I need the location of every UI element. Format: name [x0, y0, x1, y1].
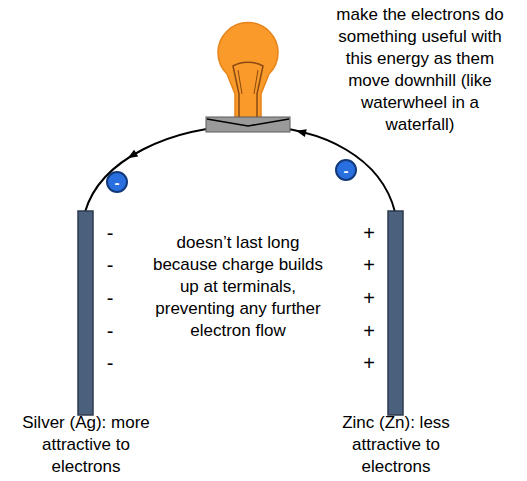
- arrowhead: [295, 127, 307, 137]
- arrowhead: [126, 150, 139, 162]
- charge-sign: +: [361, 222, 377, 244]
- electron-sign: -: [115, 175, 120, 190]
- charge-sign: -: [102, 352, 118, 374]
- electron-circle: -: [335, 159, 357, 181]
- charge-sign: +: [361, 287, 377, 309]
- filament: [238, 70, 258, 94]
- charge-sign: +: [361, 352, 377, 374]
- zinc-electrode: [388, 211, 403, 415]
- electron-sign: -: [344, 163, 349, 178]
- electrode-label: Silver (Ag): more attractive to electron…: [6, 412, 166, 478]
- charge-sign: -: [102, 287, 118, 309]
- callout-note: make the electrons do something useful w…: [331, 4, 509, 136]
- charge-sign: -: [102, 320, 118, 342]
- electron-circle: -: [106, 171, 128, 193]
- light-bulb: [218, 23, 278, 118]
- charge-sign: -: [102, 254, 118, 276]
- bulb-base: [206, 117, 290, 132]
- wire: [85, 126, 395, 212]
- filament: [233, 62, 263, 118]
- charge-sign: +: [361, 254, 377, 276]
- center-note: doesn’t last long because charge builds …: [143, 232, 333, 342]
- base-contacts: [207, 119, 289, 126]
- charge-sign: -: [102, 222, 118, 244]
- charge-sign: +: [361, 320, 377, 342]
- electrode-label: Zinc (Zn): less attractive to electrons: [321, 412, 471, 478]
- silver-electrode: [78, 211, 93, 415]
